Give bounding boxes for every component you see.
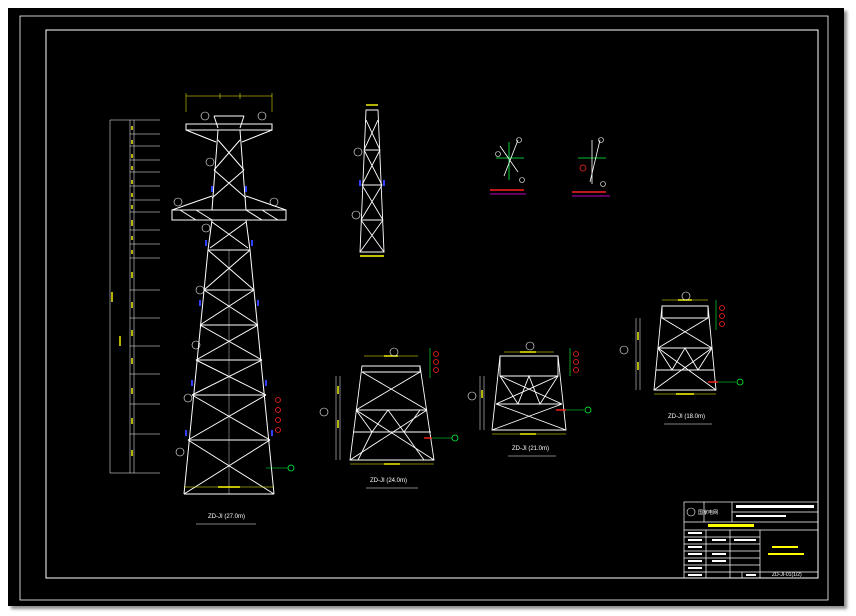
tower-18m (619, 291, 744, 395)
outer-border (19, 15, 829, 601)
title-block-company: 国家电网 (698, 510, 719, 516)
tower-24m (319, 347, 459, 465)
detail-a (490, 137, 526, 195)
title-block-drawing-no: ZD-JI-01(1/2) (772, 572, 802, 578)
caption-tower-21m: ZD-JI (21.0m) (512, 446, 550, 452)
title-block (683, 501, 819, 579)
tower-27m (109, 93, 295, 495)
tower-21m (467, 341, 592, 435)
caption-tower-18m: ZD-JI (18.0m) (668, 414, 706, 420)
mast-elevation (351, 104, 385, 257)
caption-tower-24m: ZD-JI (24.0m) (370, 478, 408, 484)
caption-tower-27m: ZD-JI (27.0m) (208, 514, 246, 520)
inner-border (45, 29, 819, 579)
detail-b (572, 137, 610, 197)
drawing-sheet (8, 8, 844, 606)
